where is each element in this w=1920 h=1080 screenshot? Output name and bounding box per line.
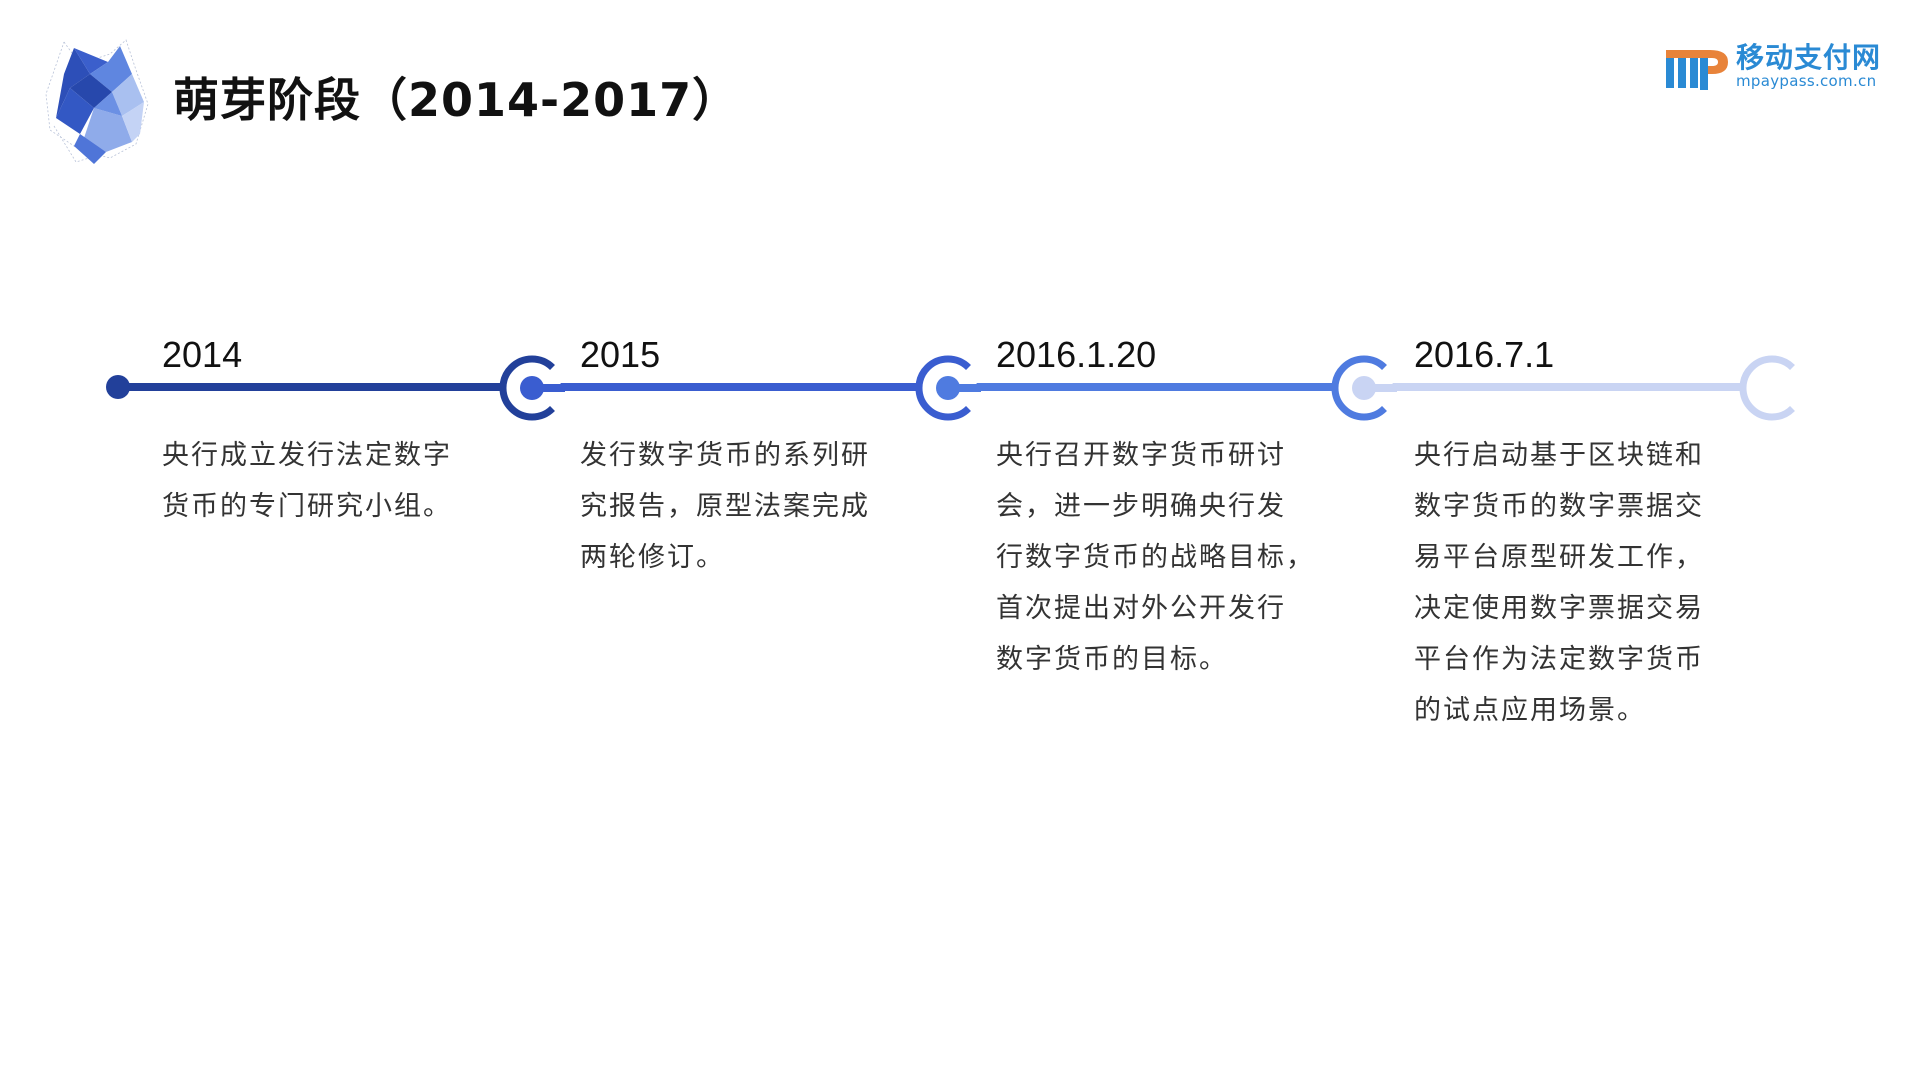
- timeline-segment-4: [1366, 383, 1740, 391]
- logo-name-cn: 移动支付网: [1736, 41, 1882, 74]
- event-description-2016-1-20: 央行召开数字货币研讨 会，进一步明确央行发 行数字货币的战略目标， 首次提出对外…: [996, 430, 1336, 685]
- description-line: 易平台原型研发工作，: [1414, 542, 1704, 573]
- event-date: 2015: [580, 334, 661, 375]
- timeline-node-2016-7-1: [1331, 355, 1397, 421]
- description-line: 数字货币的目标。: [996, 644, 1228, 675]
- event-date: 2014: [162, 334, 243, 375]
- event-date: 2016.1.20: [996, 334, 1157, 375]
- timeline-node-2016-1-20: [915, 355, 981, 421]
- crystal-polyhedron-icon: [40, 34, 160, 166]
- event-description-2016-7-1: 央行启动基于区块链和 数字货币的数字票据交 易平台原型研发工作， 决定使用数字票…: [1414, 430, 1734, 736]
- description-line: 数字货币的数字票据交: [1414, 491, 1704, 522]
- description-line: 究报告，原型法案完成: [580, 491, 870, 522]
- timeline-end-ring: [1739, 355, 1805, 421]
- timeline-segment-1: [118, 383, 522, 391]
- event-date: 2016.7.1: [1414, 334, 1555, 375]
- timeline-start-dot: [106, 375, 130, 399]
- description-line: 央行成立发行法定数字: [162, 440, 452, 471]
- event-description-2015: 发行数字货币的系列研 究报告，原型法案完成 两轮修订。: [580, 430, 900, 583]
- timeline-segment-3: [950, 383, 1354, 391]
- description-line: 会，进一步明确央行发: [996, 491, 1286, 522]
- description-line: 央行启动基于区块链和: [1414, 440, 1704, 471]
- event-description-2014: 央行成立发行法定数字 货币的专门研究小组。: [162, 430, 482, 532]
- description-line: 行数字货币的战略目标，: [996, 542, 1315, 573]
- description-line: 首次提出对外公开发行: [996, 593, 1286, 624]
- timeline-segment-2: [534, 383, 938, 391]
- timeline-node-2015: [499, 355, 565, 421]
- logo-domain: mpaypass.com.cn: [1736, 72, 1877, 90]
- description-line: 平台作为法定数字货币: [1414, 644, 1704, 675]
- description-line: 发行数字货币的系列研: [580, 440, 870, 471]
- description-line: 两轮修订。: [580, 542, 725, 573]
- page-title: 萌芽阶段（2014-2017）: [173, 73, 740, 127]
- description-line: 央行召开数字货币研讨: [996, 440, 1286, 471]
- description-line: 决定使用数字票据交易: [1414, 593, 1704, 624]
- description-line: 货币的专门研究小组。: [162, 491, 452, 522]
- mp-logo-icon: [1666, 44, 1730, 90]
- mpaypass-logo: 移动支付网 mpaypass.com.cn: [1666, 41, 1882, 92]
- description-line: 的试点应用场景。: [1414, 695, 1646, 726]
